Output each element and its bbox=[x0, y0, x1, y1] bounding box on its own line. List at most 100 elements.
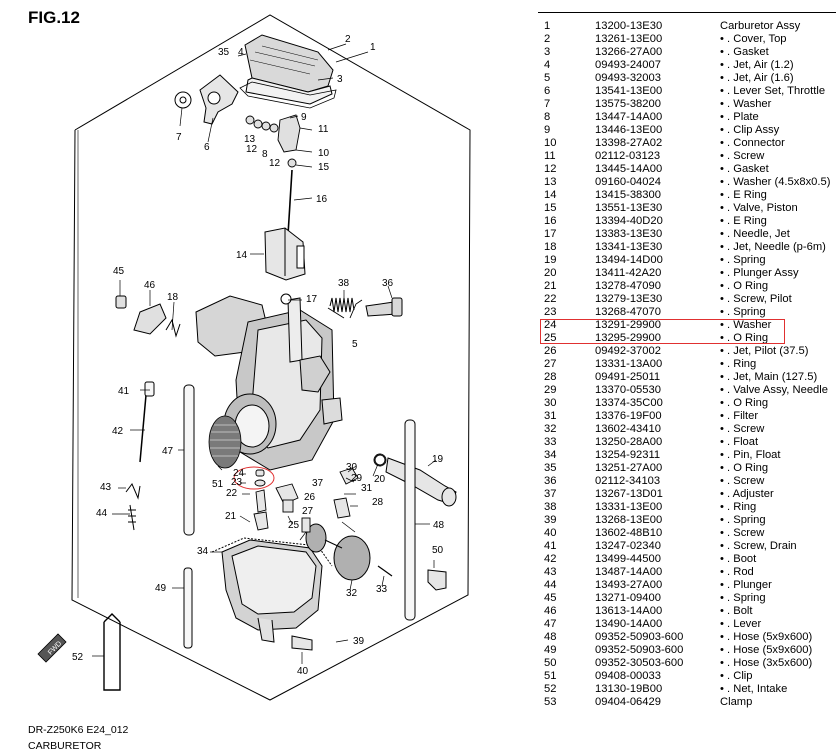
part-number: 13266-27A00 bbox=[595, 46, 663, 58]
callout-label: 10 bbox=[318, 148, 330, 159]
part-number: 13541-13E00 bbox=[595, 85, 663, 97]
part-ref: 18 bbox=[544, 241, 557, 253]
callout-label: 14 bbox=[236, 250, 248, 261]
callout-label: 3 bbox=[337, 74, 343, 85]
highlight-box bbox=[540, 319, 785, 344]
callout-label: 33 bbox=[376, 584, 388, 595]
part-number: 09404-06429 bbox=[595, 696, 661, 708]
part-ref: 8 bbox=[544, 111, 551, 123]
callout-label: 6 bbox=[204, 142, 210, 153]
part-number: 13130-19B00 bbox=[595, 683, 663, 695]
callout-label: 12 bbox=[246, 144, 258, 155]
part-ref: 27 bbox=[544, 358, 557, 370]
part-number: 02112-03123 bbox=[595, 150, 661, 162]
part-number: 09491-25011 bbox=[595, 371, 661, 383]
part-ref: 4 bbox=[544, 59, 551, 71]
part-number: 09352-50903-600 bbox=[595, 631, 684, 643]
callout-label: 23 bbox=[231, 477, 243, 488]
part-row: 8 13447-14A00 • . Plate bbox=[538, 111, 836, 124]
callout-label: 29 bbox=[351, 473, 363, 484]
part-description: • . Gasket bbox=[720, 163, 769, 175]
part-number: 13295-29900 bbox=[595, 332, 661, 344]
part-ref: 7 bbox=[544, 98, 551, 110]
part-ref: 24 bbox=[544, 319, 557, 331]
part-number: 13493-27A00 bbox=[595, 579, 663, 591]
part-number: 13247-02340 bbox=[595, 540, 661, 552]
part-description: • . Washer bbox=[720, 98, 772, 110]
callout-label: 18 bbox=[167, 292, 179, 303]
part-ref: 41 bbox=[544, 540, 557, 552]
callout-label: 52 bbox=[72, 652, 84, 663]
callout-label: 22 bbox=[226, 488, 238, 499]
part-number: 13291-29900 bbox=[595, 319, 661, 331]
callout-label: 28 bbox=[372, 497, 384, 508]
choke-plunger bbox=[374, 454, 457, 507]
part-description: • . E Ring bbox=[720, 215, 767, 227]
part-ref: 43 bbox=[544, 566, 557, 578]
part-ref: 28 bbox=[544, 371, 557, 383]
part-description: • . O Ring bbox=[720, 332, 769, 344]
part-ref: 40 bbox=[544, 527, 557, 539]
choke-lever bbox=[115, 295, 167, 335]
part-description: • . Plunger bbox=[720, 579, 772, 591]
part-description: • . Screw bbox=[720, 150, 765, 162]
part-description: • . Spring bbox=[720, 254, 766, 266]
part-description: • . Plunger Assy bbox=[720, 267, 799, 279]
callout-label: 12 bbox=[269, 158, 281, 169]
leader-lines bbox=[92, 43, 437, 664]
callout-label: 11 bbox=[318, 124, 329, 135]
part-ref: 17 bbox=[544, 228, 557, 240]
part-ref: 50 bbox=[544, 657, 557, 669]
carburetor-body bbox=[195, 293, 343, 471]
part-number: 13447-14A00 bbox=[595, 111, 663, 123]
part-description: • . Screw bbox=[720, 423, 765, 435]
callout-label: 7 bbox=[176, 132, 182, 143]
part-description: • . Boot bbox=[720, 553, 757, 565]
part-description: • . Needle, Jet bbox=[720, 228, 790, 240]
assembly-outline bbox=[71, 14, 471, 701]
part-description: • . Ring bbox=[720, 358, 757, 370]
callout-label: 43 bbox=[100, 482, 112, 493]
part-ref: 26 bbox=[544, 345, 557, 357]
part-ref: 42 bbox=[544, 553, 557, 565]
jets-small-parts bbox=[253, 299, 387, 533]
needle-parts bbox=[245, 114, 301, 236]
part-ref: 10 bbox=[544, 137, 557, 149]
callout-label: 37 bbox=[312, 478, 324, 489]
part-number: 09493-32003 bbox=[595, 72, 661, 84]
part-ref: 33 bbox=[544, 436, 557, 448]
part-ref: 12 bbox=[544, 163, 557, 175]
part-description: • . Hose (3x5x600) bbox=[720, 657, 813, 669]
part-description: • . Plate bbox=[720, 111, 759, 123]
part-number: 13268-13E00 bbox=[595, 514, 663, 526]
part-ref: 53 bbox=[544, 696, 557, 708]
callout-label: 30 bbox=[346, 462, 358, 473]
springs bbox=[125, 297, 355, 531]
part-ref: 51 bbox=[544, 670, 557, 682]
part-number: 13446-13E00 bbox=[595, 124, 663, 136]
part-description: • . Jet, Pilot (37.5) bbox=[720, 345, 809, 357]
callout-label: 34 bbox=[197, 546, 209, 557]
callout-label: 26 bbox=[304, 492, 316, 503]
part-ref: 30 bbox=[544, 397, 557, 409]
callout-label: 41 bbox=[118, 386, 130, 397]
